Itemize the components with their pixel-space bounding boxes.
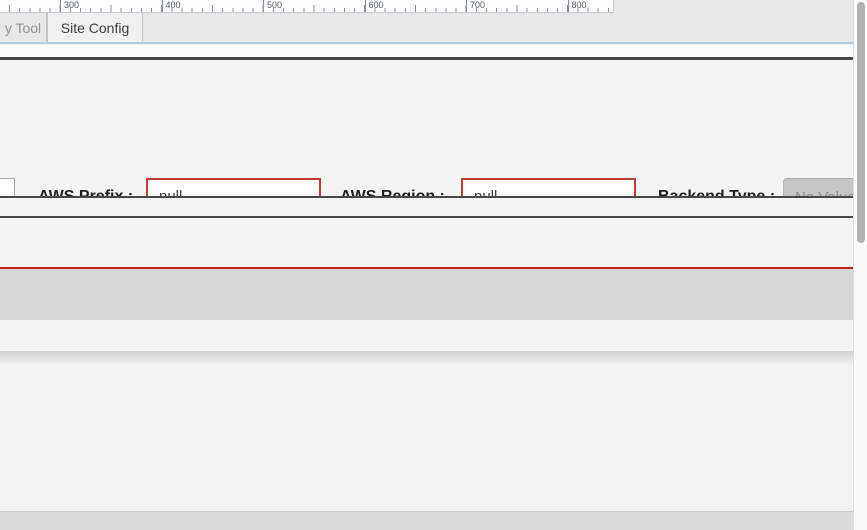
bottom-bar xyxy=(0,511,853,530)
section-divider xyxy=(0,195,853,198)
ruler-major-tick xyxy=(364,0,366,12)
vertical-scrollbar[interactable] xyxy=(853,0,867,530)
ruler-major-tick xyxy=(567,0,569,12)
header-gap xyxy=(0,45,853,57)
ruler-tick-label: 300 xyxy=(64,0,80,10)
section-divider xyxy=(0,57,853,60)
tab-site-config[interactable]: Site Config xyxy=(47,13,143,42)
tab-y-tool[interactable]: y Tool xyxy=(0,13,47,42)
horizontal-ruler: 300 400 500 600 700 800 xyxy=(0,0,614,13)
vertical-scrollbar-thumb[interactable] xyxy=(856,2,865,243)
ruler-major-tick xyxy=(60,0,61,12)
ruler-major-tick xyxy=(161,0,163,12)
collapsed-section xyxy=(0,197,853,216)
ruler-tick-label: 600 xyxy=(368,0,384,10)
content-panel xyxy=(0,352,853,511)
ruler-tick-label: 500 xyxy=(267,0,283,10)
tab-label: y Tool xyxy=(4,19,42,36)
tab-bar: y Tool Site Config xyxy=(0,13,853,42)
input-toolbar-band xyxy=(0,269,853,320)
tab-label: Site Config xyxy=(60,19,130,36)
section-divider xyxy=(0,216,853,218)
middle-strip xyxy=(0,320,853,352)
site-config-form-panel: AWS Prefix : AWS Region : Backend Type :… xyxy=(0,59,858,217)
ruler-major-tick xyxy=(263,0,264,12)
ruler-tick-label: 800 xyxy=(571,0,587,10)
ruler-major-tick xyxy=(466,0,467,12)
red-separator xyxy=(0,267,853,269)
empty-section xyxy=(0,218,853,267)
ruler-tick-label: 700 xyxy=(470,0,486,10)
header-area: 300 400 500 600 700 800 y Tool Site Conf… xyxy=(0,0,853,44)
ruler-tick-label: 400 xyxy=(165,0,181,10)
